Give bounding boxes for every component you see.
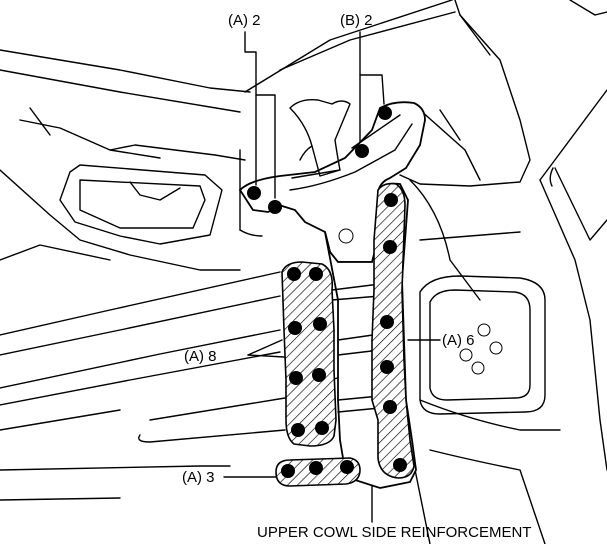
weld-spot-a6 [383, 240, 397, 254]
weld-spot-a8 [309, 267, 323, 281]
weld-zone-left [281, 261, 337, 447]
weld-spot-b2 [378, 106, 392, 120]
callout-a8: (A) 8 [184, 348, 217, 365]
weld-spot-a8 [289, 371, 303, 385]
weld-zone-right [371, 182, 415, 479]
weld-spot-a3 [281, 464, 295, 478]
weld-spot-b2 [355, 144, 369, 158]
weld-spot-a8 [312, 368, 326, 382]
weld-spot-a8 [287, 267, 301, 281]
weld-spot-a8 [315, 421, 329, 435]
weld-zones [275, 182, 415, 487]
weld-spot-a2 [268, 200, 282, 214]
weld-spot-a6 [380, 315, 394, 329]
weld-spot-a8 [313, 317, 327, 331]
leader-lines [223, 31, 441, 523]
weld-spot-a6 [383, 400, 397, 414]
weld-spot-a3 [309, 461, 323, 475]
weld-spot-a6 [393, 458, 407, 472]
weld-spots [247, 106, 407, 478]
callout-a2: (A) 2 [228, 12, 261, 29]
weld-spot-a8 [291, 423, 305, 437]
callout-a6: (A) 6 [442, 332, 475, 349]
callout-b2: (B) 2 [340, 12, 373, 29]
weld-spot-a6 [384, 193, 398, 207]
part-name-label: UPPER COWL SIDE REINFORCEMENT [257, 524, 531, 541]
callout-a3: (A) 3 [182, 469, 215, 486]
weld-spot-a6 [380, 360, 394, 374]
weld-spot-a2 [247, 186, 261, 200]
callout-labels: (A) 2 (B) 2 (A) 6 (A) 8 (A) 3 UPPER COWL… [182, 12, 531, 541]
weld-spot-a3 [340, 460, 354, 474]
weld-spot-a8 [288, 321, 302, 335]
